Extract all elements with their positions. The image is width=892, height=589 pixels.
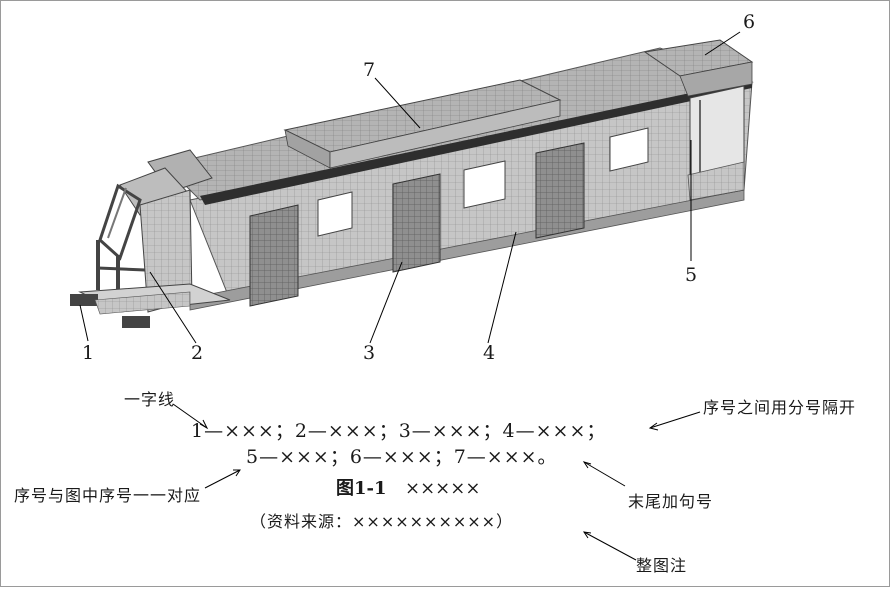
callout-7: 7 [363, 59, 376, 81]
figure-title: ××××× [405, 478, 481, 499]
callout-6: 6 [743, 11, 756, 33]
annotation-dash: 一字线 [124, 390, 176, 409]
roof-end-cap-6 [643, 39, 754, 97]
callout-1: 1 [82, 342, 95, 364]
annotation-separator: 序号之间用分号隔开 [703, 398, 857, 417]
callout-4: 4 [483, 342, 496, 364]
annotation-end: 末尾加句号 [628, 492, 714, 511]
figure-source: （资料来源：××××××××××） [250, 512, 514, 531]
door-openings [249, 142, 585, 307]
annotation-caption: 整图注 [636, 556, 688, 575]
window-openings [317, 127, 649, 237]
callout-2: 2 [191, 342, 204, 364]
rear-end-frame [687, 85, 745, 201]
front-end-frame-2 [96, 167, 193, 313]
legend-row-2: 5—×××；6—×××；7—×××。 [246, 446, 558, 468]
callout-5: 5 [685, 264, 698, 286]
annotation-match: 序号与图中序号一一对应 [14, 486, 202, 505]
legend-row-1: 1—×××；2—×××；3—×××；4—×××； [191, 420, 607, 442]
callout-3: 3 [363, 342, 376, 364]
roof-equipment-7 [283, 79, 562, 169]
leader-lines [79, 31, 741, 561]
figure-label: 图1-1 [336, 478, 387, 499]
